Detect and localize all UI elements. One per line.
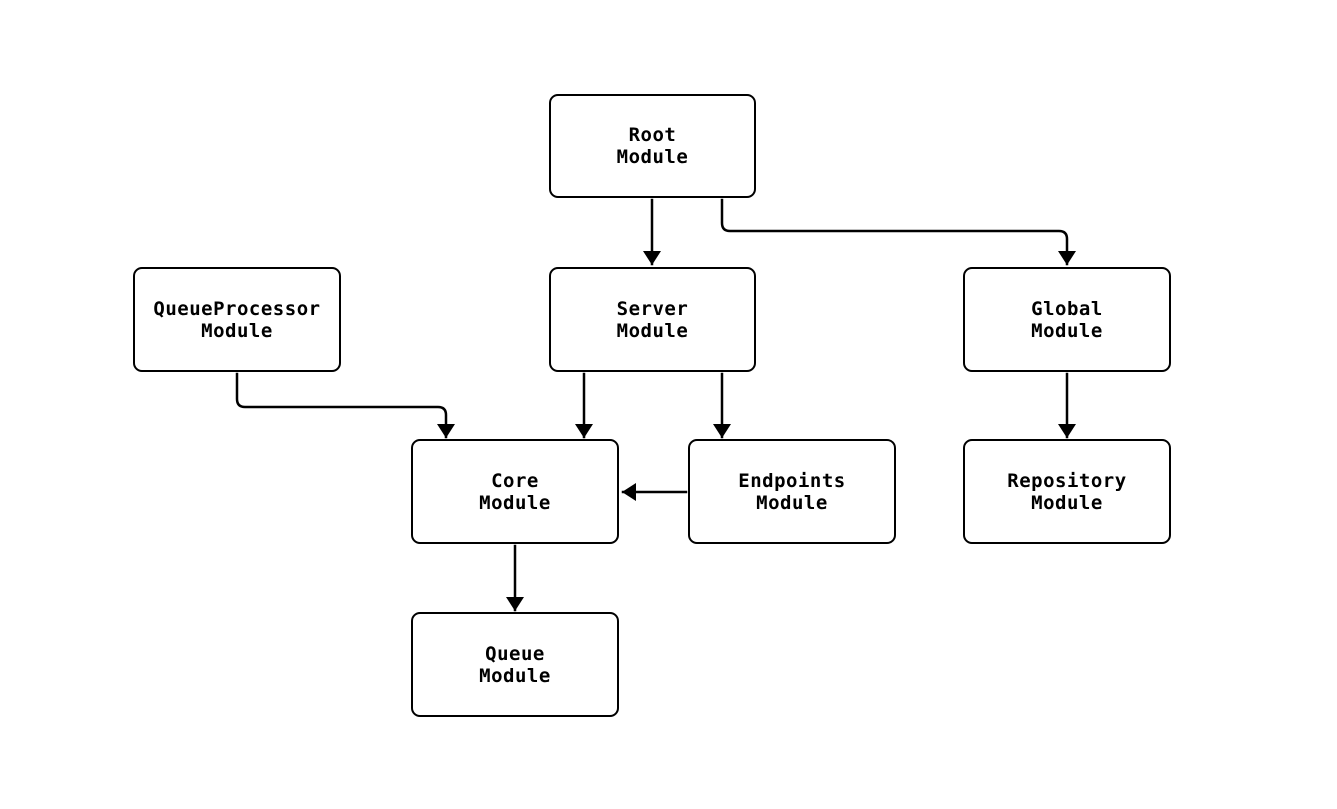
node-label-line: QueueProcessor [153, 297, 321, 320]
node-label-line: Module [616, 146, 689, 168]
node-label-line: Repository [1007, 469, 1127, 492]
node-label-line: Endpoints [738, 469, 846, 492]
node-label-line: Root [628, 124, 677, 146]
node-label-line: Core [491, 469, 539, 492]
node-label-line: Module [616, 319, 689, 342]
node-label-line: Module [1031, 491, 1103, 514]
edge-root-to-global [720, 198, 1076, 266]
node-label-line: Queue [485, 642, 545, 665]
node-label-line: Module [479, 491, 551, 514]
node-label-line: Module [479, 664, 551, 687]
node-label-line: Module [756, 491, 828, 514]
node-label-line: Server [616, 297, 689, 320]
edge-queueprocessor-to-core [235, 372, 455, 439]
node-label-line: Global [1031, 297, 1103, 320]
node-label-line: Module [201, 319, 273, 342]
node-label-line: Module [1031, 319, 1103, 342]
